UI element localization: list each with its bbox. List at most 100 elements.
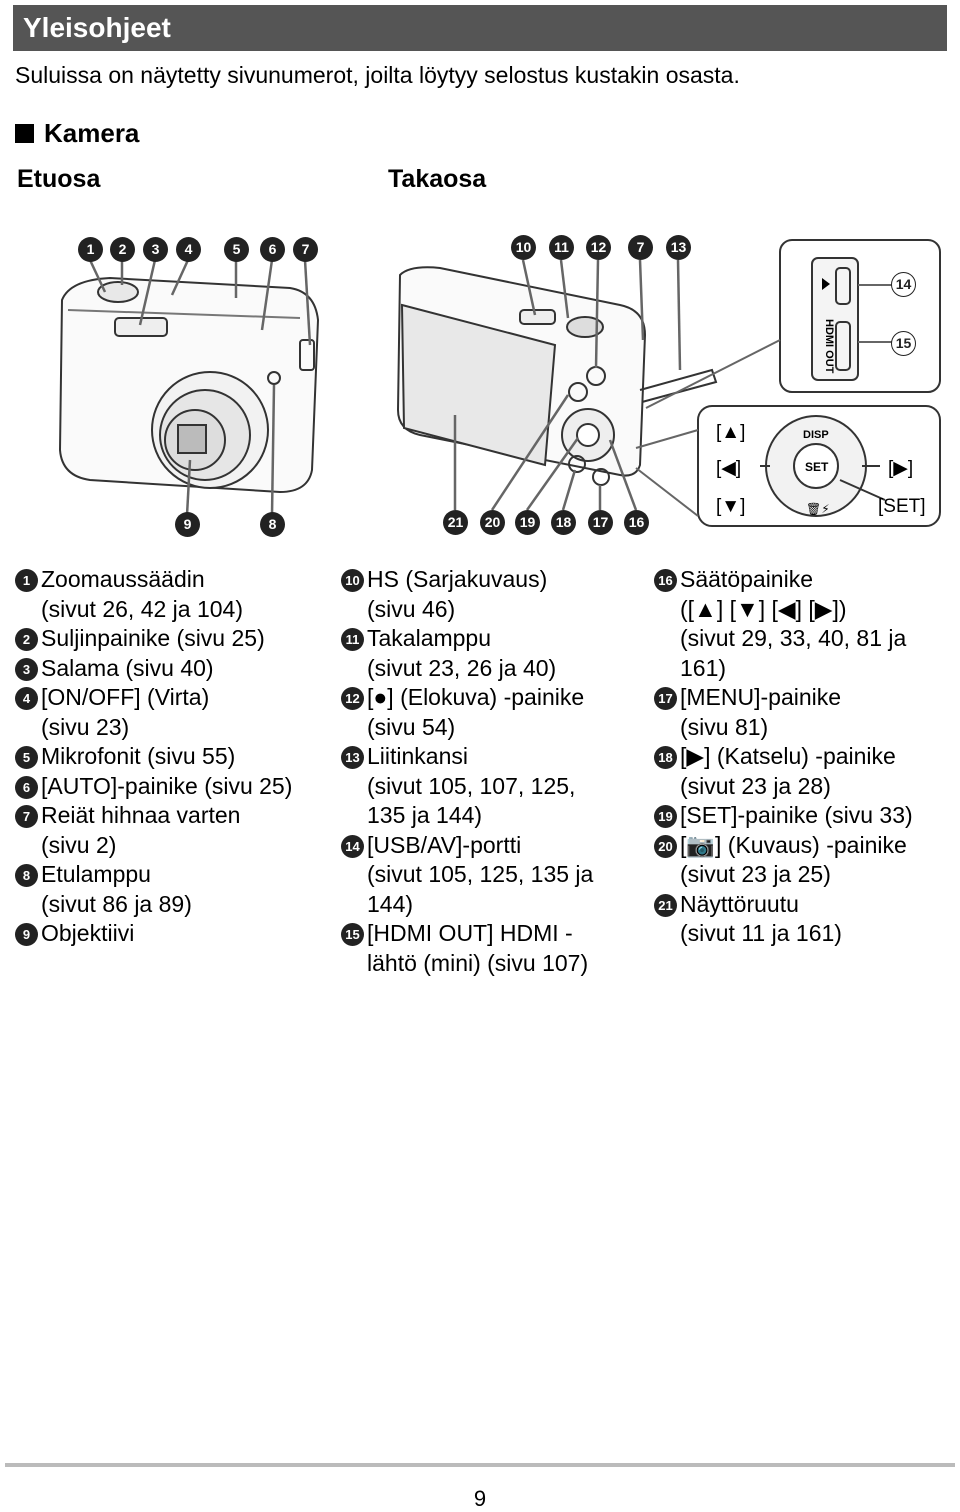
callout-16: 16: [624, 510, 649, 535]
legend-number-badge: 20: [654, 834, 677, 858]
legend-number-badge: 6: [15, 775, 38, 799]
front-view-title: Etuosa: [17, 165, 101, 193]
legend-number-badge: 15: [341, 923, 364, 946]
legend-text: Mikrofonit (sivu 55): [41, 743, 236, 769]
dial-down-label: [▼]: [716, 496, 745, 517]
callout-21: 21: [443, 510, 468, 535]
legend-number-badge: 8: [15, 864, 38, 887]
legend-number-badge: 1: [15, 569, 38, 592]
legend-text: [▶] (Katselu) -painike (sivut 23 ja 28): [680, 743, 896, 799]
legend-item-18: 18[▶] (Katselu) -painike (sivut 23 ja 28…: [654, 742, 913, 801]
callout-8: 8: [260, 512, 285, 537]
intro-text: Suluissa on näytetty sivunumerot, joilta…: [15, 62, 740, 88]
legend-text: [AUTO]-painike (sivu 25): [41, 772, 293, 799]
dial-right-label: [▶]: [888, 458, 913, 479]
legend-number-badge: 13: [341, 746, 364, 769]
port-label: HDMI OUT: [823, 319, 835, 374]
legend-number-badge: 5: [15, 746, 38, 769]
callout-7: 7: [628, 235, 653, 260]
callout-13: 13: [666, 235, 691, 260]
callout-2: 2: [110, 237, 135, 262]
legend-text: [HDMI OUT] HDMI - lähtö (mini) (sivu 107…: [367, 920, 589, 976]
legend-text: Takalamppu (sivut 23, 26 ja 40): [367, 625, 557, 681]
legend-number-badge: 16: [654, 569, 677, 592]
dial-left-label: [◀]: [716, 458, 741, 479]
callout-11: 11: [549, 235, 574, 260]
callout-17: 17: [588, 510, 613, 535]
legend-number-badge: 3: [15, 657, 38, 681]
legend-text: Säätöpainike ([▲] [▼] [◀] [▶]) (sivut 29…: [680, 566, 907, 681]
legend-text: [ON/OFF] (Virta) (sivu 23): [41, 684, 210, 740]
dial-set-label: [SET]: [878, 496, 926, 517]
callout-9: 9: [175, 512, 200, 537]
legend-item-6: 6[AUTO]-painike (sivu 25): [15, 772, 292, 802]
legend-text: Näyttöruutu (sivut 11 ja 161): [680, 890, 842, 947]
legend-item-17: 17[MENU]-painike (sivu 81): [654, 683, 913, 742]
legend-text: Objektiivi: [41, 920, 135, 946]
legend-item-15: 15[HDMI OUT] HDMI - lähtö (mini) (sivu 1…: [341, 919, 593, 978]
legend-text: [●] (Elokuva) -painike (sivu 54): [367, 684, 585, 740]
legend-text: Suljinpainike (sivu 25): [41, 625, 265, 651]
legend-number-badge: 12: [341, 687, 364, 710]
legend-text: Etulamppu (sivut 86 ja 89): [41, 861, 192, 917]
legend-number-badge: 18: [654, 746, 677, 769]
legend-number-badge: 10: [341, 569, 364, 592]
section-title-text: Kamera: [44, 118, 140, 148]
page-header: Yleisohjeet: [13, 5, 947, 51]
legend-number-badge: 7: [15, 805, 38, 828]
legend-item-14: 14[USB/AV]-portti (sivut 105, 125, 135 j…: [341, 831, 593, 920]
dial-disp-text: DISP: [803, 429, 829, 441]
legend-item-12: 12[●] (Elokuva) -painike (sivu 54): [341, 683, 593, 742]
dial-center-text: SET: [805, 460, 829, 474]
legend-item-19: 19[SET]-painike (sivu 33): [654, 801, 913, 831]
legend-number-badge: 9: [15, 923, 38, 946]
footer-rule: [5, 1463, 955, 1467]
back-view-title: Takaosa: [388, 165, 487, 193]
legend-number-badge: 17: [654, 687, 677, 710]
legend-text: [📷] (Kuvaus) -painike (sivut 23 ja 25): [680, 831, 907, 888]
port-inset: [645, 239, 941, 409]
page-number: 9: [473, 1486, 487, 1511]
legend-number-badge: 19: [654, 805, 677, 828]
legend-text: [USB/AV]-portti (sivut 105, 125, 135 ja …: [367, 831, 594, 917]
dial-bottom-icon: 🗑⚡: [806, 502, 830, 516]
legend-number-badge: 4: [15, 687, 38, 710]
callout-7: 7: [293, 237, 318, 262]
legend-text: Reiät hihnaa varten (sivu 2): [41, 802, 241, 858]
callout-3: 3: [143, 237, 168, 262]
callout-20: 20: [480, 510, 505, 535]
callout-4: 4: [176, 237, 201, 262]
callout-14: 14: [891, 272, 916, 297]
callout-1: 1: [78, 237, 103, 262]
legend-text: [SET]-painike (sivu 33): [680, 802, 913, 828]
legend-text: HS (Sarjakuvaus) (sivu 46): [367, 566, 548, 622]
callout-6: 6: [260, 237, 285, 262]
section-title: Kamera: [15, 118, 139, 149]
back-camera-illustration: [396, 266, 718, 486]
square-bullet-icon: [15, 124, 34, 143]
front-camera-illustration: [58, 276, 320, 494]
legend-number-badge: 14: [341, 834, 364, 858]
legend-text: Salama (sivu 40): [41, 654, 214, 681]
callout-10: 10: [511, 235, 536, 260]
legend-item-20: 20[📷] (Kuvaus) -painike (sivut 23 ja 25): [654, 831, 913, 890]
legend-text: Zoomaussäädin (sivut 26, 42 ja 104): [41, 566, 244, 622]
callout-19: 19: [515, 510, 540, 535]
legend-number-badge: 11: [341, 628, 364, 651]
callout-12: 12: [586, 235, 611, 260]
legend-number-badge: 21: [654, 893, 677, 917]
dial-inset: [635, 405, 941, 527]
